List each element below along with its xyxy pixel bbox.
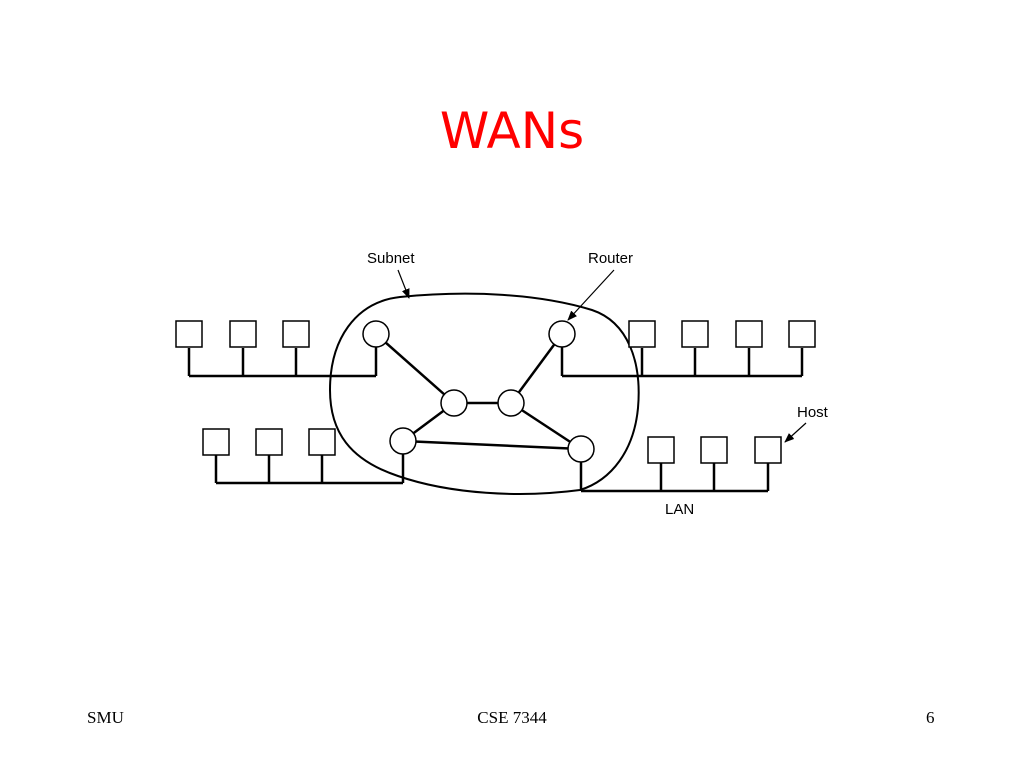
lan-lower-left bbox=[214, 454, 405, 485]
host bbox=[202, 428, 230, 456]
host bbox=[255, 428, 283, 456]
lan-lower-right bbox=[579, 462, 770, 493]
host bbox=[175, 320, 203, 348]
host bbox=[735, 320, 763, 348]
host bbox=[628, 320, 656, 348]
router bbox=[362, 320, 390, 348]
footer-page-number: 6 bbox=[926, 708, 935, 727]
host bbox=[647, 436, 675, 464]
subnet-callout-arrow bbox=[397, 269, 410, 299]
host-label: Host bbox=[797, 404, 829, 421]
lan-upper-right bbox=[560, 347, 804, 378]
lan-label: LAN bbox=[665, 501, 694, 518]
host bbox=[754, 436, 782, 464]
host bbox=[700, 436, 728, 464]
router bbox=[389, 427, 417, 455]
host bbox=[681, 320, 709, 348]
footer-organization: SMU bbox=[87, 708, 124, 727]
router-callout-arrow bbox=[567, 269, 615, 321]
host bbox=[308, 428, 336, 456]
host bbox=[788, 320, 816, 348]
host-callout-arrow bbox=[784, 422, 807, 443]
slide-title: WANs bbox=[439, 102, 585, 160]
router bbox=[440, 389, 468, 417]
footer-course: CSE 7344 bbox=[477, 708, 547, 727]
host bbox=[282, 320, 310, 348]
router bbox=[497, 389, 525, 417]
router bbox=[567, 435, 595, 463]
router bbox=[548, 320, 576, 348]
host bbox=[229, 320, 257, 348]
router-label: Router bbox=[588, 250, 633, 267]
subnet-label: Subnet bbox=[367, 250, 415, 267]
lan-upper-left bbox=[187, 347, 378, 378]
